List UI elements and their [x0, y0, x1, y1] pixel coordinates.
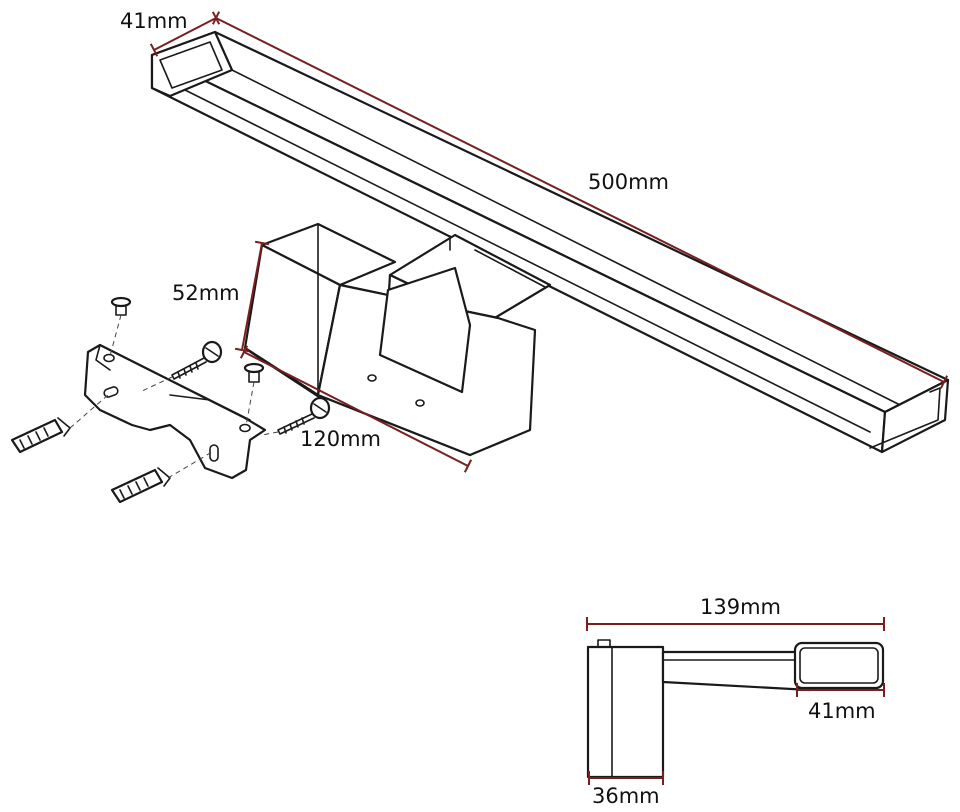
dimension-lines — [149, 11, 949, 785]
long-screw-1 — [171, 340, 223, 380]
side-head-label: 41mm — [808, 699, 876, 723]
box-length-label: 120mm — [300, 427, 381, 451]
side-base-label: 36mm — [592, 784, 660, 808]
side-head-dimension — [796, 683, 885, 697]
mounting-box — [243, 222, 537, 457]
side-view — [586, 639, 885, 779]
light-bar — [150, 30, 950, 454]
box-height-dimension — [234, 240, 270, 353]
small-screw-1 — [110, 296, 132, 316]
box-height-label: 52mm — [172, 281, 240, 305]
long-screw-2 — [277, 396, 331, 435]
wall-plug-2 — [110, 467, 171, 504]
dimension-labels: 41mm 500mm 52mm 120mm 139mm 41mm 36mm — [120, 9, 876, 808]
bar-depth-label: 41mm — [120, 9, 188, 33]
screws-and-plugs — [10, 296, 331, 504]
mounting-bracket — [83, 343, 267, 480]
wall-plug-1 — [10, 417, 71, 454]
small-screw-2 — [243, 362, 265, 383]
bar-length-dimension — [211, 11, 949, 389]
box-length-dimension — [239, 345, 473, 473]
side-projection-label: 139mm — [700, 595, 781, 619]
bar-length-label: 500mm — [588, 170, 669, 194]
side-base-dimension — [588, 771, 664, 785]
side-projection-dimension — [586, 617, 885, 631]
